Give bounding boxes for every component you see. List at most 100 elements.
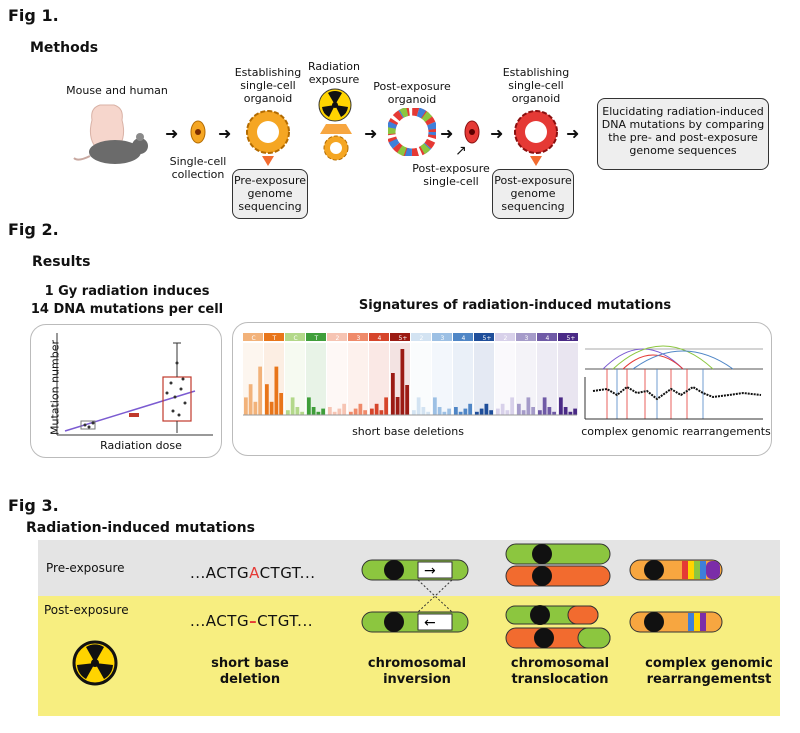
- signature-bar: [421, 407, 426, 415]
- signature-bar: [510, 397, 514, 415]
- signature-bar: [279, 393, 283, 415]
- signature-header-label: 3: [357, 335, 361, 342]
- signature-bar: [426, 411, 430, 415]
- signature-bar: [458, 411, 463, 415]
- translocation-chromosomes: [505, 543, 611, 625]
- signature-header-block: [243, 333, 263, 341]
- signature-bar: [286, 410, 290, 415]
- signature-bar: [258, 366, 262, 415]
- signature-header-block: [453, 333, 473, 341]
- signature-header-block: [495, 333, 515, 341]
- flow-arrow-2: ➜: [218, 124, 232, 143]
- signature-bg: [537, 343, 557, 415]
- signature-header-block: [558, 333, 578, 341]
- mouse-head: [132, 138, 148, 154]
- signature-bar: [405, 385, 409, 415]
- signature-bar: [244, 397, 248, 415]
- signature-bg: [411, 343, 431, 415]
- flow-arrow-6: ➜: [566, 124, 580, 143]
- signature-bg: [432, 343, 452, 415]
- flow-arrow-5: ➜: [490, 124, 504, 143]
- signature-header-label: T: [272, 335, 277, 342]
- signature-bar: [395, 397, 400, 415]
- signature-bar: [391, 373, 395, 415]
- radiation-hazard-icon: [72, 640, 118, 686]
- signature-bg: [264, 343, 284, 415]
- boxplot-xlabel: Radiation dose: [100, 439, 182, 452]
- organoid-red-icon: [514, 110, 558, 154]
- signature-bar: [370, 408, 374, 415]
- signature-bar: [484, 403, 489, 415]
- establishing-label-1: Establishing single-cell organoid: [234, 66, 302, 105]
- headline-text: 1 Gy radiation induces 14 DNA mutations …: [30, 284, 224, 317]
- signature-header-block: [474, 333, 494, 341]
- signature-bg: [558, 343, 578, 415]
- signature-bar: [400, 349, 405, 415]
- signature-header-block: [327, 333, 347, 341]
- signature-bar: [505, 410, 510, 415]
- pointer-arrow-icon: ↗: [455, 143, 467, 159]
- fig3-label: Fig 3.: [8, 496, 59, 515]
- short-deletions-caption: short base deletions: [352, 425, 464, 438]
- signature-bar: [384, 397, 388, 415]
- single-cell-label: Single-cell collection: [169, 155, 227, 181]
- signature-bg: [390, 343, 410, 415]
- caption-translocation: chromosomal translocation: [510, 656, 610, 687]
- signature-bg: [474, 343, 494, 415]
- signature-bar: [412, 410, 416, 415]
- signature-bar: [316, 411, 321, 415]
- signature-bar: [526, 397, 531, 415]
- signature-header-block: [411, 333, 431, 341]
- signature-header-label: 2: [504, 335, 508, 342]
- signature-bar: [353, 408, 358, 415]
- signature-bar: [253, 401, 258, 415]
- signature-header-label: 3: [525, 335, 529, 342]
- signature-bar: [463, 408, 468, 415]
- signature-bar: [358, 403, 363, 415]
- svg-text:←: ←: [424, 615, 436, 631]
- pre-sequence: ...ACTGACTGT...: [190, 564, 316, 582]
- signature-header-label: 4: [462, 335, 466, 342]
- signature-bar: [568, 411, 573, 415]
- caption-inversion: chromosomal inversion: [367, 656, 467, 687]
- signature-bg: [495, 343, 515, 415]
- results-heading: Results: [32, 254, 91, 270]
- signature-bar: [363, 410, 367, 415]
- signature-header-block: [537, 333, 557, 341]
- signature-bar: [295, 407, 300, 415]
- signature-header-block: [516, 333, 536, 341]
- signature-header-block: [348, 333, 368, 341]
- human-torso-shape: [89, 104, 125, 146]
- mouse-body: [89, 140, 141, 164]
- signature-bg: [285, 343, 305, 415]
- translocation-chromosome-4: [505, 627, 611, 649]
- signature-bg: [516, 343, 536, 415]
- post-single-cell-icon: [464, 120, 480, 144]
- exposed-organoid-icon: [320, 124, 352, 161]
- signature-bg: [369, 343, 389, 415]
- single-cell-icon: [190, 120, 206, 144]
- signature-bar: [269, 401, 274, 415]
- caption-complex: complex genomic rearrangementst: [645, 656, 773, 687]
- signature-header-block: [369, 333, 389, 341]
- signature-bar: [496, 408, 500, 415]
- signature-header-block: [432, 333, 452, 341]
- post-sequence: ...ACTG–CTGT...: [190, 612, 313, 630]
- post-exposure-label: Post-exposure: [44, 603, 129, 617]
- signature-bar: [475, 411, 479, 415]
- signature-bar: [349, 411, 353, 415]
- signature-bar: [517, 403, 521, 415]
- caption-short-base: short base deletion: [211, 656, 289, 687]
- down-arrow-icon: [262, 156, 274, 166]
- boxplot-chart: [56, 333, 213, 436]
- signature-bg: [453, 343, 473, 415]
- signature-bar: [437, 407, 442, 415]
- signature-header-block: [285, 333, 305, 341]
- signature-header-label: 5+: [567, 335, 576, 342]
- inversion-chromosomes: → ←: [361, 559, 469, 633]
- signature-bar: [328, 407, 332, 415]
